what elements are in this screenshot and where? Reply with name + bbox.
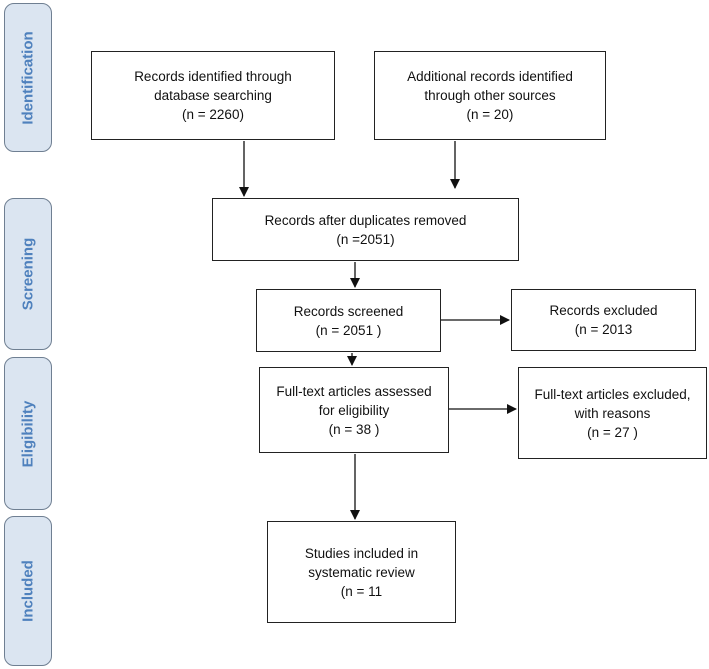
phase-eligibility: Eligibility [4, 357, 52, 510]
box-line: Studies included in [304, 545, 419, 561]
box-studies-included: Studies included in systematic review (n… [267, 521, 456, 623]
box-line: (n = 2051 ) [315, 322, 382, 338]
box-records-screened: Records screened (n = 2051 ) [256, 289, 441, 352]
box-line: (n = 2013 [574, 322, 633, 337]
box-line: through other sources [424, 88, 556, 103]
box-line: Full-text articles excluded, [534, 386, 691, 402]
box-line: (n = 2260) [182, 107, 244, 122]
box-line: (n =2051) [336, 231, 395, 247]
box-line: database searching [154, 88, 272, 103]
box-line: (n = 11 [340, 583, 383, 599]
box-line: Records identified through [134, 69, 292, 84]
box-fulltext-assessed: Full-text articles assessed for eligibil… [259, 367, 449, 453]
phase-included: Included [4, 516, 52, 666]
box-line: (n = 38 ) [328, 421, 380, 437]
box-line: (n = 20) [466, 107, 514, 122]
box-other-sources: Additional records identified through ot… [374, 51, 606, 140]
box-line: with reasons [574, 405, 651, 421]
box-fulltext-excluded: Full-text articles excluded, with reason… [518, 367, 707, 459]
box-line: systematic review [308, 564, 415, 580]
phase-identification: Identification [4, 3, 52, 152]
box-database-records: Records identified through database sear… [91, 51, 335, 140]
box-line: Records excluded [549, 303, 658, 318]
box-line: (n = 27 ) [587, 424, 638, 440]
phase-screening: Screening [4, 198, 52, 350]
box-line: Records after duplicates removed [264, 212, 467, 228]
box-line: Additional records identified [407, 69, 573, 84]
box-line: for eligibility [318, 402, 390, 418]
box-records-excluded: Records excluded (n = 2013 [511, 289, 696, 351]
box-duplicates-removed: Records after duplicates removed (n =205… [212, 198, 519, 261]
box-line: Full-text articles assessed [276, 383, 432, 399]
box-line: Records screened [293, 303, 404, 319]
